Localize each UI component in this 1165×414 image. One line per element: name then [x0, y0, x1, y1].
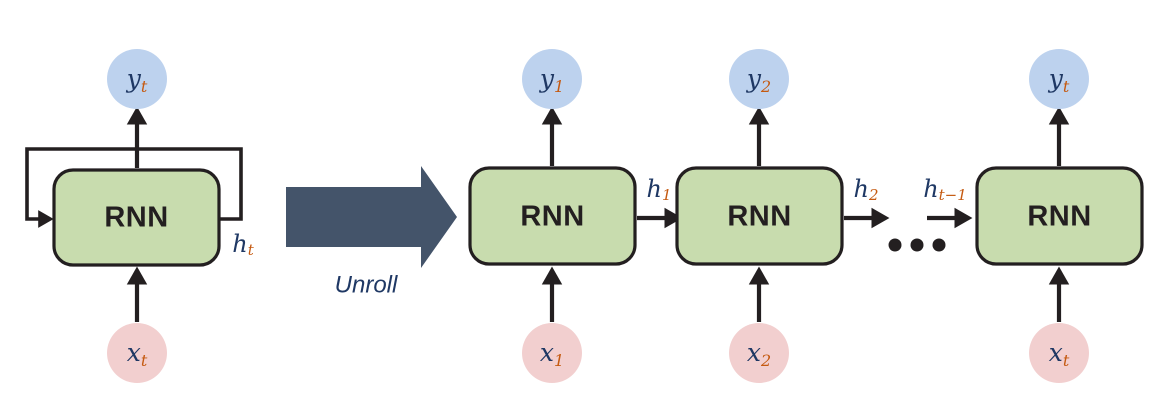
rnn-cell-left: [52, 168, 221, 267]
input-node-unit-2-base: x: [747, 338, 761, 367]
rnn-cell-unit-3-label: RNN: [1027, 201, 1091, 233]
rnn-cell-unit-3: [975, 166, 1144, 266]
input-node-left: [107, 323, 167, 383]
state-label-h2: h2: [853, 175, 878, 205]
input-node-unit-3: [1029, 323, 1089, 383]
input-node-unit-3-base: x: [1049, 338, 1063, 367]
input-node-left-sub: t: [141, 351, 148, 370]
state-h2-base: h: [853, 175, 868, 203]
output-node-unit-3-label: yt: [1048, 64, 1070, 96]
output-node-unit-2: [729, 49, 789, 109]
recurrent-state-label-left: ht: [232, 230, 254, 260]
output-node-unit-2-label: y2: [746, 64, 771, 96]
input-node-unit-1-base: x: [540, 338, 554, 367]
rnn-cell-unit-2: [675, 166, 844, 266]
state-label-ht-1: ht−1: [923, 175, 967, 205]
recurrent-feedback-loop: [25, 147, 243, 228]
output-node-left-base: y: [126, 64, 142, 93]
ellipsis-dots: [888, 238, 946, 252]
input-node-left-base: x: [127, 338, 141, 367]
ellipsis-dot-1: [888, 238, 902, 252]
recurrent-state-left-sub: t: [248, 241, 255, 259]
input-node-unit-1-sub: 1: [554, 351, 564, 370]
state-ht-1-sub: t−1: [939, 186, 967, 204]
state-ht-1-base: h: [923, 175, 938, 203]
input-node-unit-1-label: x1: [540, 338, 564, 370]
input-node-unit-2: [729, 323, 789, 383]
output-node-unit-1-base: y: [539, 64, 555, 93]
state-h1-base: h: [646, 175, 661, 203]
rnn-cell-unit-2-label: RNN: [727, 201, 791, 233]
input-node-unit-2-label: x2: [747, 338, 771, 370]
rnn-cell-left-label: RNN: [104, 202, 168, 234]
output-node-unit-1: [522, 49, 582, 109]
state-h1-sub: 1: [662, 186, 672, 204]
input-node-unit-3-label: xt: [1049, 338, 1070, 370]
state-h2-sub: 2: [868, 186, 879, 204]
input-node-unit-1: [522, 323, 582, 383]
output-node-unit-3-sub: t: [1063, 77, 1070, 96]
ellipsis-dot-3: [932, 238, 946, 252]
output-node-unit-3: [1029, 49, 1089, 109]
output-node-unit-1-label: y1: [539, 64, 564, 96]
output-node-unit-3-base: y: [1048, 64, 1064, 93]
unroll-label: Unroll: [335, 271, 398, 298]
state-label-h1: h1: [646, 175, 671, 205]
output-node-unit-2-base: y: [746, 64, 762, 93]
input-node-unit-3-sub: t: [1063, 351, 1070, 370]
output-node-left: [107, 49, 167, 109]
output-node-unit-2-sub: 2: [760, 77, 771, 96]
unroll-arrow-group: [286, 166, 457, 268]
rnn-cell-unit-1-label: RNN: [520, 201, 584, 233]
input-node-left-label: xt: [127, 338, 148, 370]
output-node-left-sub: t: [141, 77, 148, 96]
recurrent-state-left-base: h: [232, 230, 247, 258]
output-node-left-label: yt: [126, 64, 148, 96]
rnn-cell-unit-1: [468, 166, 637, 266]
ellipsis-dot-2: [910, 238, 924, 252]
input-node-unit-2-sub: 2: [760, 351, 771, 370]
output-node-unit-1-sub: 1: [554, 77, 564, 96]
unroll-arrow-icon: [286, 166, 457, 268]
